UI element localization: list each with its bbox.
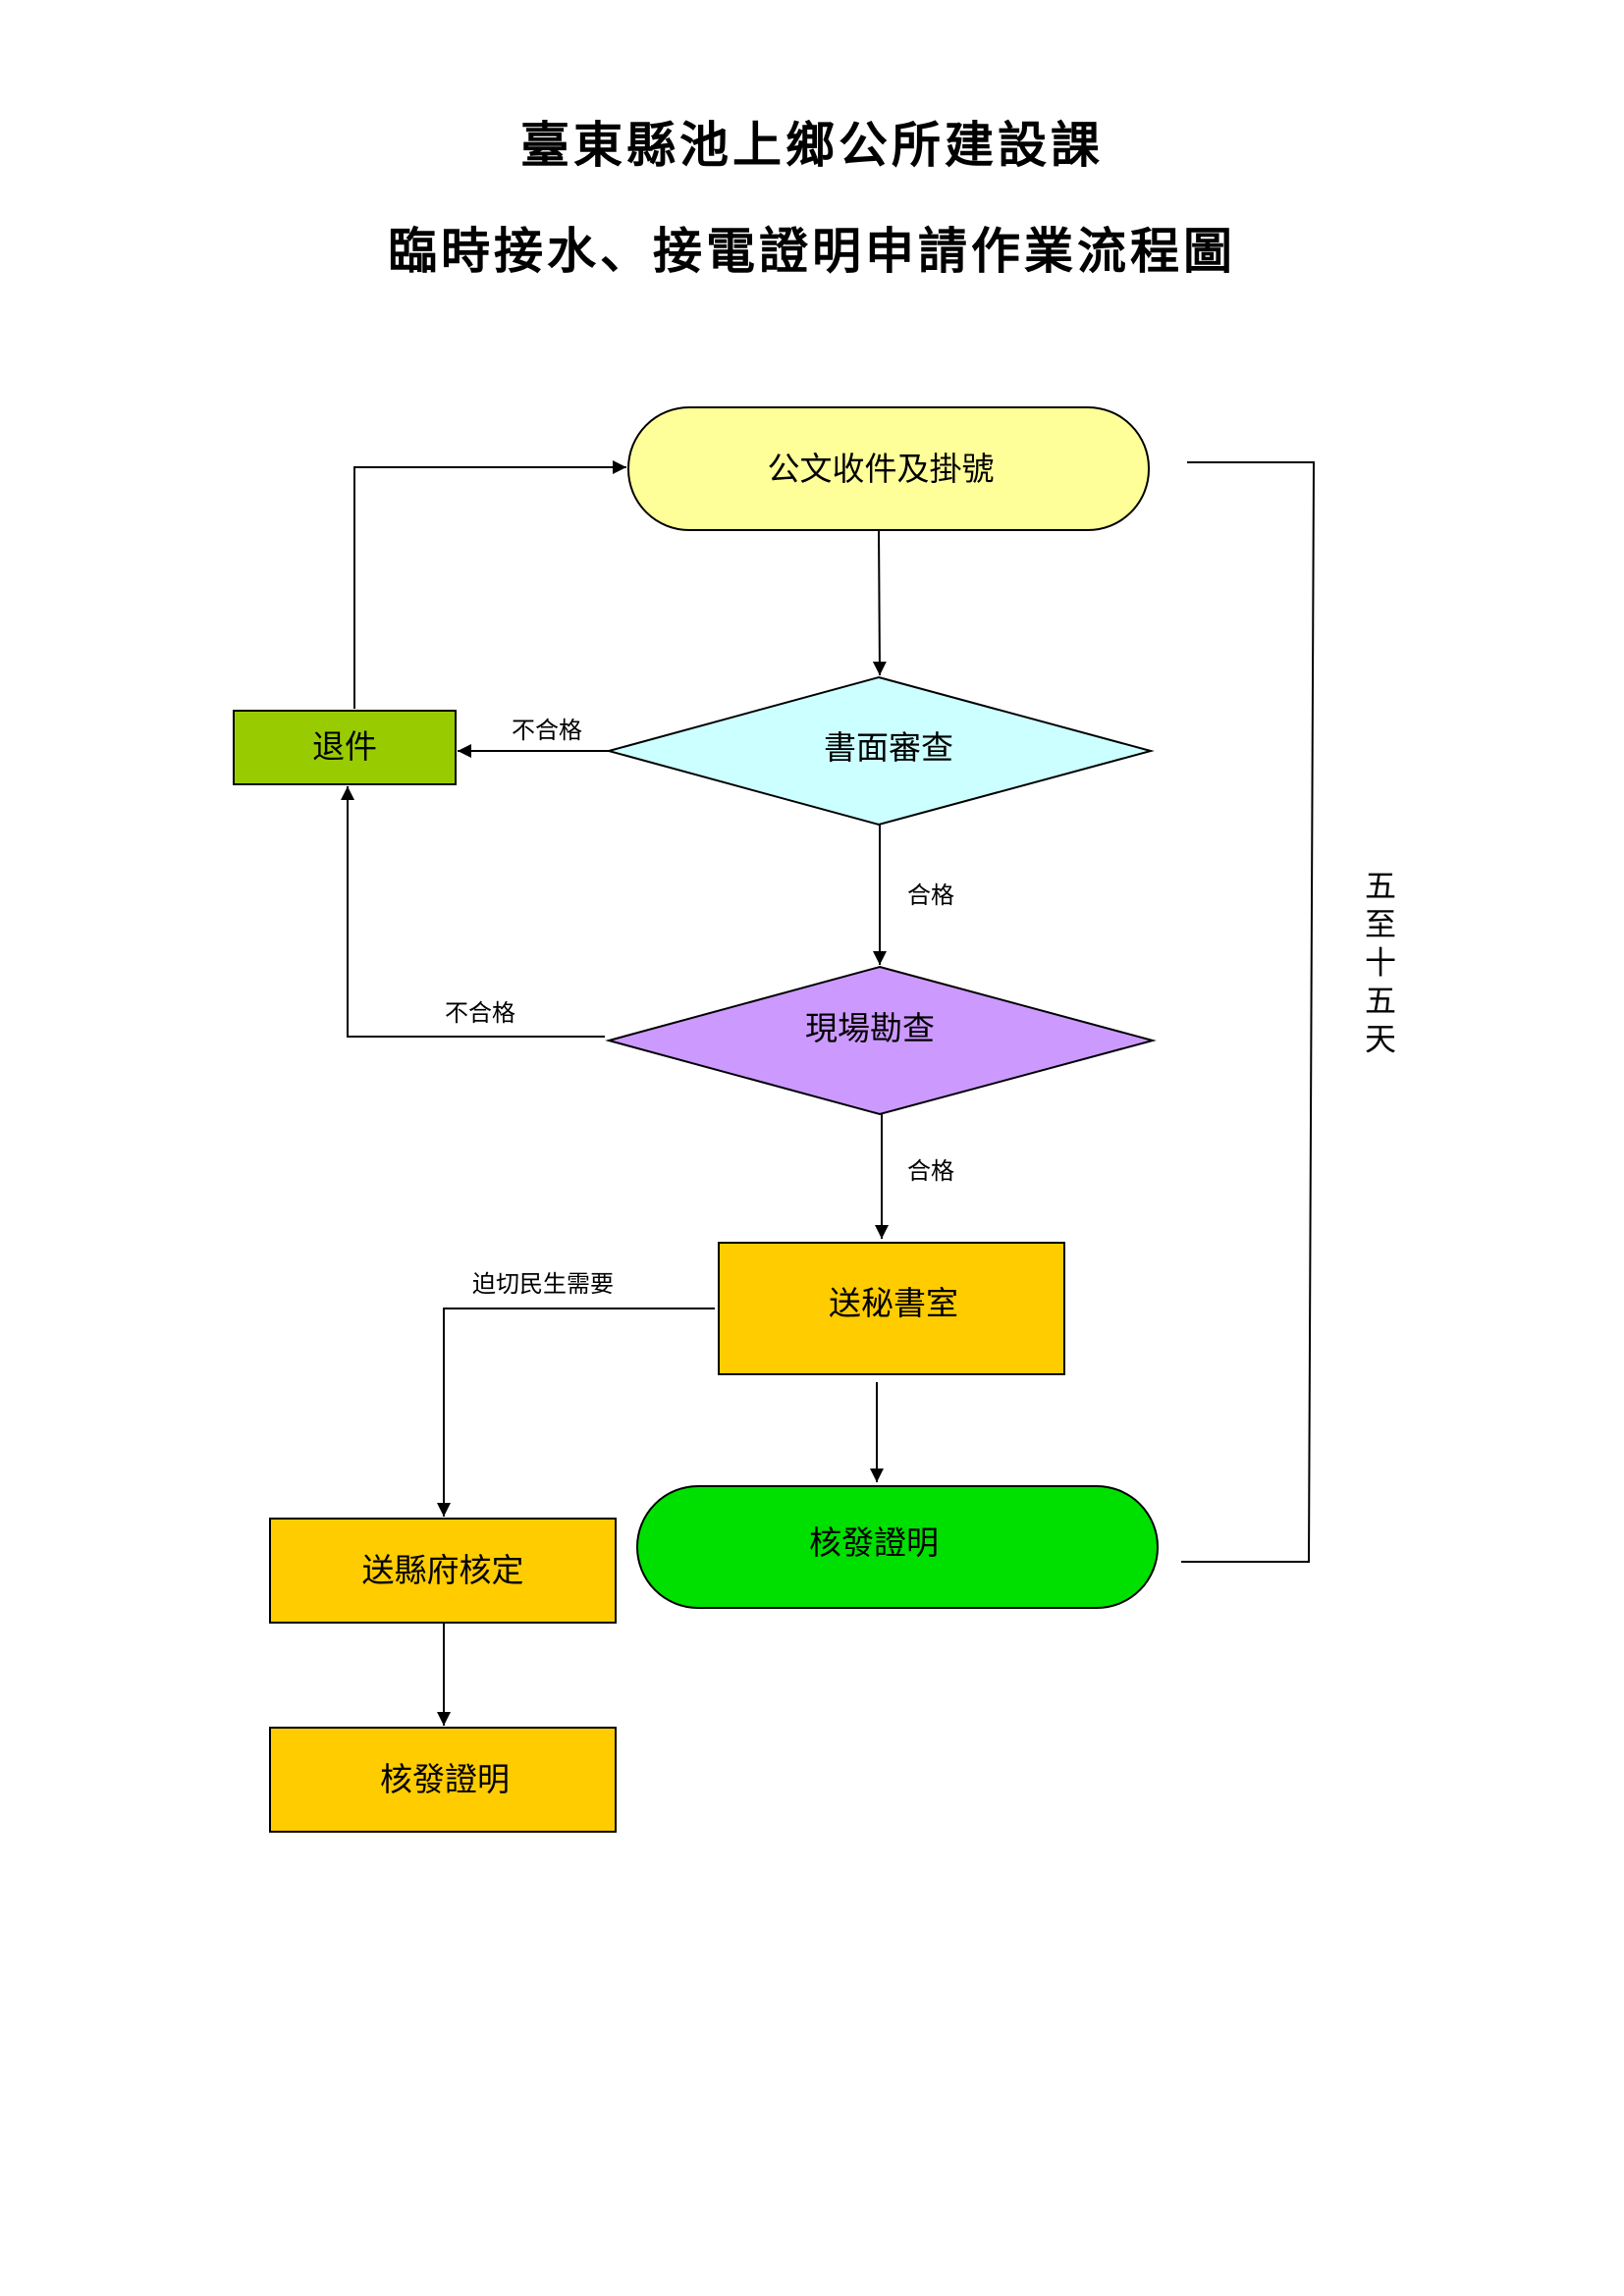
arrow-secretary-to-county — [437, 1308, 715, 1517]
secretary-office-label: 送秘書室 — [829, 1284, 958, 1322]
inspection-pass-label: 合格 — [907, 1157, 954, 1185]
duration-char: 十 — [1365, 944, 1396, 982]
issue-certificate-node — [636, 1485, 1159, 1609]
duration-char: 五 — [1365, 983, 1396, 1020]
issue-certificate-label: 核發證明 — [809, 1523, 939, 1562]
duration-label: 五 至 十 五 天 — [1365, 868, 1396, 1058]
site-inspection-label: 現場勘查 — [805, 1009, 935, 1047]
start-node — [627, 406, 1150, 531]
return-node — [233, 710, 457, 785]
page-subtitle: 臨時接水、接電證明申請作業流程圖 — [388, 222, 1236, 280]
duration-bracket — [1181, 461, 1316, 1563]
review-fail-label: 不合格 — [512, 717, 582, 744]
review-pass-label: 合格 — [907, 881, 954, 909]
issue-certificate-county-label: 核發證明 — [380, 1760, 510, 1798]
secretary-office-node — [718, 1242, 1065, 1375]
duration-char: 天 — [1365, 1021, 1396, 1058]
duration-char: 五 — [1365, 868, 1396, 905]
inspection-fail-label: 不合格 — [445, 999, 515, 1027]
arrow-inspection-to-return — [341, 786, 605, 1038]
start-node-label: 公文收件及掛號 — [768, 450, 995, 488]
issue-certificate-county-node — [269, 1727, 617, 1833]
duration-char: 至 — [1365, 906, 1396, 943]
county-approval-label: 送縣府核定 — [362, 1551, 524, 1589]
return-node-label: 退件 — [312, 727, 377, 766]
site-inspection-node — [605, 965, 1157, 1116]
arrow-start-to-review — [872, 529, 887, 676]
page-title: 臺東縣池上鄉公所建設課 — [520, 116, 1104, 174]
arrow-return-to-start — [353, 460, 626, 709]
document-review-label: 書面審查 — [824, 728, 953, 767]
urgent-label: 迫切民生需要 — [472, 1270, 614, 1298]
county-approval-node — [269, 1518, 617, 1624]
